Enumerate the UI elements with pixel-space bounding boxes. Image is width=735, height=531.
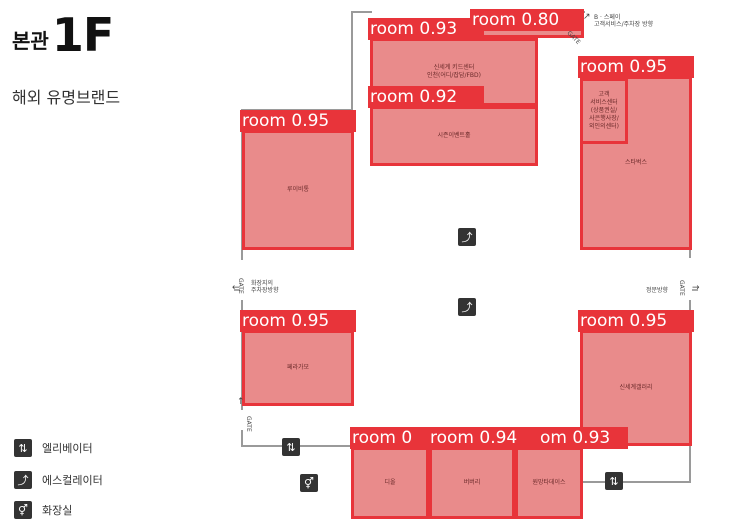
- legend-elevator: ⇅ 엘리베이터: [14, 439, 93, 457]
- room-louis-vuitton[interactable]: 루이비통: [242, 130, 354, 250]
- restroom-icon[interactable]: ⚥: [300, 474, 318, 492]
- gate-bottom-left-label: GATE: [245, 416, 252, 432]
- room-name: 신세계 키드센터 인천(어디/잡담/FBD): [426, 64, 482, 79]
- gate-right-label: GATE: [678, 280, 685, 296]
- escalator-icon[interactable]: ⤴: [458, 298, 476, 316]
- floor-number: 1F: [51, 8, 114, 62]
- room-name: 스타벅스: [624, 159, 648, 166]
- arrow-diagonal-icon: ↗: [583, 12, 591, 22]
- room-burberry[interactable]: 버버리: [429, 447, 515, 519]
- detection-label: room 0.80: [470, 9, 584, 31]
- top-right-direction: B · 스페이 고객서비스/주차장 방향: [594, 14, 654, 28]
- gate-left-label: GATE: [237, 278, 244, 294]
- room-name: 페라가모: [286, 364, 310, 371]
- legend-escalator: ⤴ 에스컬레이터: [14, 471, 103, 489]
- arrow-left-icon: ←: [232, 283, 240, 293]
- detection-label: room 0.95: [240, 110, 356, 132]
- room-name: 시즌이벤트홀: [437, 132, 471, 139]
- escalator-icon: ⤴: [14, 471, 32, 489]
- room-bottom-right[interactable]: 원망타데이스: [515, 447, 583, 519]
- arrow-right-icon: →: [692, 283, 700, 293]
- detection-label: room 0.95: [578, 310, 694, 332]
- elevator-icon[interactable]: ⇅: [282, 438, 300, 456]
- room-name: 고객 서비스센터 (상품권실/ 사은행사장/ 외인의센터): [589, 91, 619, 130]
- building-name: 본관: [12, 29, 49, 53]
- detection-label: room 0.95: [240, 310, 356, 332]
- room-name: 루이비통: [286, 186, 310, 193]
- left-direction: 화장지의 주차장방향: [251, 280, 279, 294]
- detection-label: room 0: [350, 427, 430, 449]
- room-dior[interactable]: 디올: [351, 447, 429, 519]
- legend-label: 화장실: [42, 504, 73, 517]
- escalator-icon[interactable]: ⤴: [458, 228, 476, 246]
- legend-label: 엘리베이터: [42, 442, 93, 455]
- room-gallery[interactable]: 신세계갤러리: [580, 330, 692, 446]
- floor-title: 본관 1F: [12, 8, 114, 62]
- room-name: 디올: [384, 479, 396, 486]
- elevator-icon: ⇅: [14, 439, 32, 457]
- detection-label: room 0.93: [368, 18, 484, 40]
- elevator-icon[interactable]: ⇅: [605, 472, 623, 490]
- right-direction: 정문방향: [646, 287, 669, 294]
- legend-label: 에스컬레이터: [42, 474, 103, 487]
- room-event-hall[interactable]: 시즌이벤트홀: [370, 106, 538, 166]
- detection-label: room 0.95: [578, 56, 694, 78]
- floor-subtitle: 해외 유명브랜드: [12, 88, 121, 107]
- room-ferragamo[interactable]: 페라가모: [242, 330, 354, 406]
- room-name: 원망타데이스: [532, 479, 566, 486]
- detection-label: room 0.94: [428, 427, 538, 449]
- arrow-up-icon: ↑: [237, 397, 245, 407]
- detection-label: room 0.92: [368, 86, 484, 108]
- room-name: 신세계갤러리: [619, 384, 653, 391]
- detection-label: om 0.93: [538, 427, 628, 449]
- legend-restroom: ⚥ 화장실: [14, 501, 72, 519]
- room-name: 버버리: [463, 479, 481, 486]
- restroom-icon: ⚥: [14, 501, 32, 519]
- room-customer-service[interactable]: 고객 서비스센터 (상품권실/ 사은행사장/ 외인의센터): [580, 78, 628, 144]
